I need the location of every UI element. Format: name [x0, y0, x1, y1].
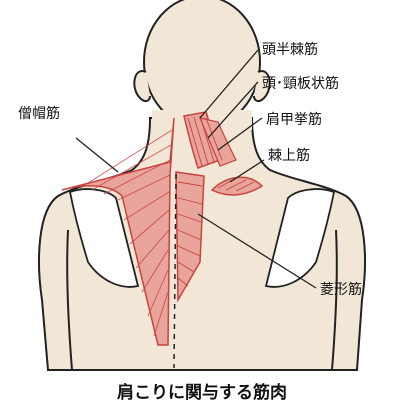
label-levator-scapulae: 肩甲挙筋 [266, 112, 322, 128]
label-semispinalis-capitis: 頭半棘筋 [262, 42, 318, 58]
label-supraspinatus: 棘上筋 [268, 148, 310, 164]
label-splenius: 頭･頸板状筋 [262, 76, 339, 92]
head [144, 0, 260, 128]
leader-trapezius [76, 138, 118, 172]
label-rhomboid: 菱形筋 [320, 282, 362, 298]
label-trapezius: 僧帽筋 [18, 106, 60, 122]
figure-caption: 肩こりに関与する筋肉 [0, 378, 404, 403]
